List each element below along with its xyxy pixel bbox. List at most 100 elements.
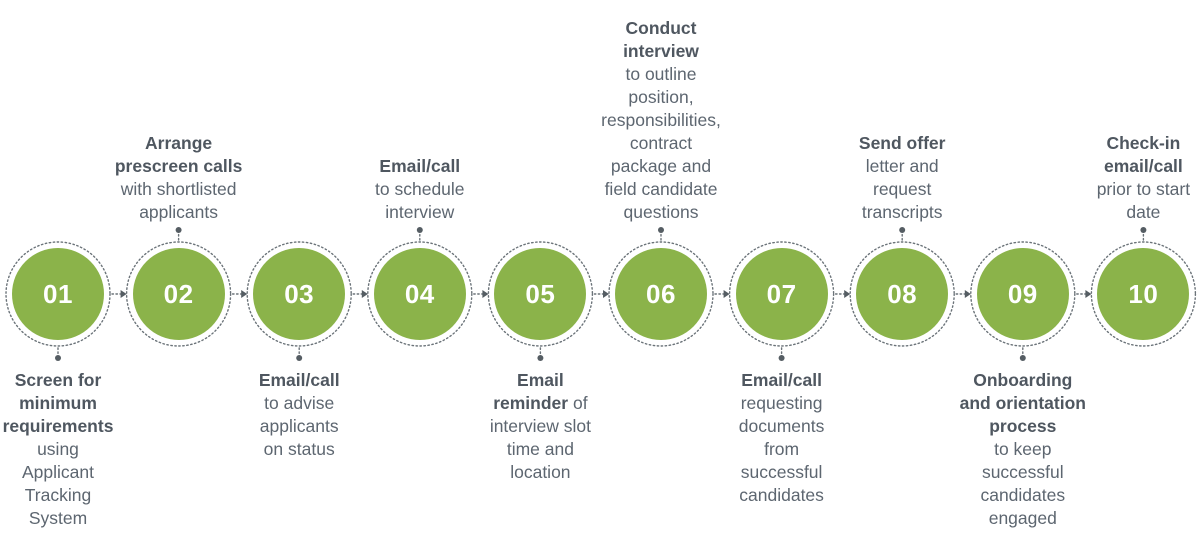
label-text: to schedule <box>375 179 465 199</box>
step-node-10: 10 <box>1097 248 1190 340</box>
label-text: responsibilities, <box>601 110 721 130</box>
label-line: Email/call <box>320 155 520 178</box>
label-line: package and <box>561 155 761 178</box>
label-text: transcripts <box>861 202 943 222</box>
label-line: Conduct <box>561 17 761 40</box>
label-line: applicants <box>79 201 279 224</box>
label-text: Tracking <box>24 485 92 505</box>
label-line: on status <box>199 438 399 461</box>
step-stem-dot-05 <box>537 355 544 361</box>
label-line: requesting <box>682 392 882 415</box>
label-text: package and <box>610 156 712 176</box>
step-ring-05 <box>487 241 594 347</box>
label-line: location <box>440 461 640 484</box>
step-node-02: 02 <box>132 248 225 340</box>
step-ring-07 <box>728 241 835 347</box>
step-ring-08 <box>849 241 955 347</box>
step-ring-06 <box>608 241 714 347</box>
label-text: applicants <box>259 416 339 436</box>
label-line: successful <box>682 461 882 484</box>
step-number: 05 <box>525 278 556 309</box>
step-ring-09 <box>970 241 1076 347</box>
label-line: from <box>682 438 882 461</box>
label-line: request <box>802 178 1002 201</box>
step-node-04: 04 <box>373 248 466 340</box>
step-node-06: 06 <box>615 248 707 340</box>
label-line: questions <box>561 201 761 224</box>
step-stem-dot-02 <box>175 227 182 233</box>
label-text: to keep <box>994 439 1052 459</box>
step-stem-dot-04 <box>416 227 423 233</box>
step-stem-dot-01 <box>55 355 61 361</box>
step-number: 10 <box>1128 278 1159 309</box>
label-bold-text: Email <box>517 370 564 390</box>
step-stem-dot-08 <box>899 227 906 233</box>
label-bold-text: and orientation <box>959 393 1086 413</box>
label-bold-text: reminder <box>493 393 569 413</box>
label-line: Email/call <box>199 369 399 392</box>
label-text: to advise <box>264 393 335 413</box>
step-number: 04 <box>404 278 435 309</box>
step-stem-dot-06 <box>658 227 664 233</box>
step-node-07: 07 <box>735 248 828 340</box>
label-text: interview slot <box>489 416 591 436</box>
label-line: time and <box>440 438 640 461</box>
label-line: using <box>0 438 158 461</box>
label-bold-text: interview <box>623 41 699 61</box>
label-line: interview slot <box>440 415 640 438</box>
arrow-head-01 <box>120 290 127 298</box>
label-text: field candidate <box>604 179 718 199</box>
label-line: and orientation <box>923 392 1123 415</box>
label-line: Tracking <box>0 484 158 507</box>
label-line: to keep <box>923 438 1123 461</box>
label-text: date <box>1126 202 1161 222</box>
label-line: candidates <box>923 484 1123 507</box>
step-number: 03 <box>284 278 315 309</box>
label-line: Send offer <box>802 132 1002 155</box>
label-text: documents <box>738 416 825 436</box>
label-text: requesting <box>740 393 823 413</box>
arrow-head-06 <box>723 290 730 298</box>
label-bold-text: Email/call <box>258 370 340 390</box>
arrow-head-04 <box>482 290 489 298</box>
label-line: prescreen calls <box>79 155 279 178</box>
label-line: candidates <box>682 484 882 507</box>
label-line: with shortlisted <box>79 178 279 201</box>
label-line: to advise <box>199 392 399 415</box>
label-line: transcripts <box>802 201 1002 224</box>
label-text: using <box>37 439 79 459</box>
label-line: position, <box>561 86 761 109</box>
label-line: engaged <box>923 507 1123 530</box>
label-line: email/call <box>1043 155 1200 178</box>
step-number: 02 <box>163 278 194 309</box>
arrow-head-08 <box>964 290 971 298</box>
label-line: Screen for <box>0 369 158 392</box>
label-line: successful <box>923 461 1123 484</box>
label-bold-text: Conduct <box>625 18 697 38</box>
step-node-09: 09 <box>976 248 1069 340</box>
arrow-head-03 <box>361 290 368 298</box>
step-ring-01 <box>5 241 111 347</box>
label-text: contract <box>629 133 693 153</box>
label-line: to outline <box>561 63 761 86</box>
step-node-03: 03 <box>253 248 346 340</box>
step-number: 08 <box>887 278 918 309</box>
label-line: System <box>0 507 158 530</box>
label-text: engaged <box>988 508 1057 528</box>
label-bold-text: email/call <box>1103 156 1183 176</box>
label-line: letter and <box>802 155 1002 178</box>
arrow-head-07 <box>844 290 851 298</box>
label-text: Applicant <box>22 462 94 482</box>
label-text: request <box>873 179 932 199</box>
label-line: documents <box>682 415 882 438</box>
step-node-05: 05 <box>494 248 587 340</box>
label-line: Onboarding <box>923 369 1123 392</box>
